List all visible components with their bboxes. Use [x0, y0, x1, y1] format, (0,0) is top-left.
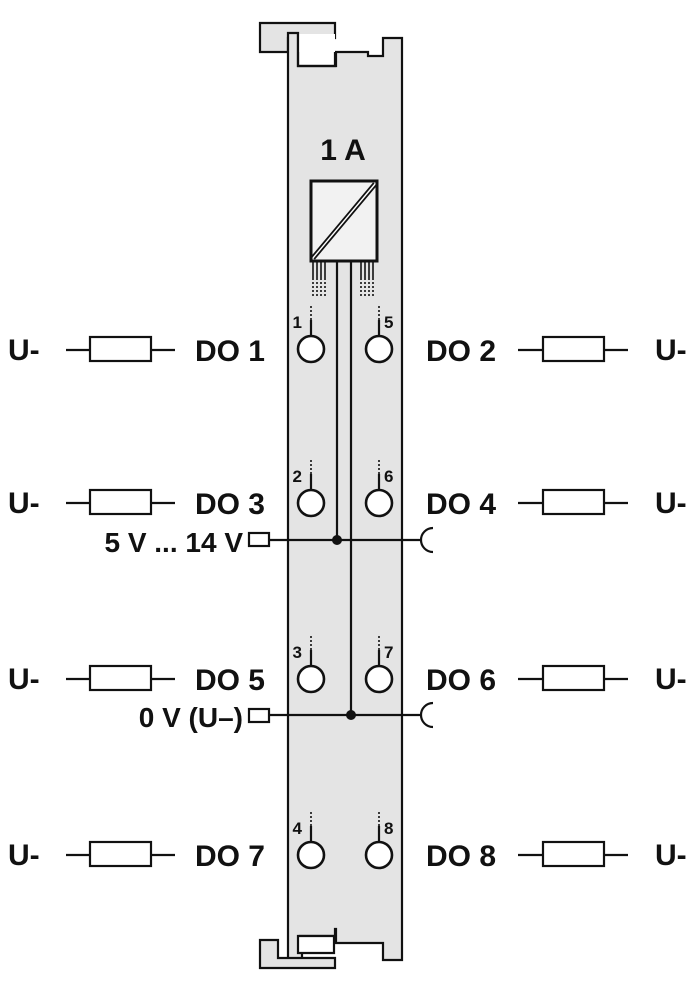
supply-label-left: U-	[8, 334, 40, 367]
output-label-left: DO 5	[195, 664, 265, 697]
pin-number-right: 8	[384, 819, 393, 838]
negative-rail-label: 0 V (U–)	[139, 702, 243, 733]
top-clip-notch	[298, 34, 335, 52]
terminal-right-icon	[364, 306, 394, 364]
load-resistor-left-icon	[66, 335, 175, 363]
isolation-converter-icon	[309, 179, 379, 296]
supply-label-right: U-	[655, 839, 687, 872]
output-label-right: DO 4	[426, 488, 496, 521]
positive-rail	[247, 526, 434, 554]
supply-label-right: U-	[655, 334, 687, 367]
terminal-left-icon	[296, 306, 326, 364]
supply-label-left: U-	[8, 487, 40, 520]
bottom-clip-notch	[296, 934, 336, 955]
load-resistor-right-icon	[518, 664, 628, 692]
channel-row-4: U- DO 7 4 8 DO 8 U-	[8, 812, 687, 873]
load-resistor-right-icon	[518, 488, 628, 516]
supply-label-left: U-	[8, 839, 40, 872]
load-resistor-left-icon	[66, 840, 175, 868]
terminal-left-icon	[296, 636, 326, 694]
supply-label-left: U-	[8, 663, 40, 696]
current-rating-label: 1 A	[320, 134, 366, 167]
channel-row-1: U- DO 1 1 5 DO 2 U-	[8, 306, 687, 368]
pin-number-left: 3	[293, 643, 302, 662]
terminal-left-icon	[296, 812, 326, 870]
pin-number-right: 5	[384, 313, 393, 332]
pin-number-left: 2	[293, 467, 302, 486]
positive-rail-label: 5 V ... 14 V	[104, 527, 243, 558]
channel-row-3: U- DO 5 3 7 DO 6 U-	[8, 636, 687, 697]
output-label-right: DO 6	[426, 664, 496, 697]
pin-number-right: 7	[384, 643, 393, 662]
terminal-right-icon	[364, 636, 394, 694]
supply-label-right: U-	[655, 663, 687, 696]
load-resistor-right-icon	[518, 335, 628, 363]
output-label-left: DO 7	[195, 840, 265, 873]
output-label-right: DO 8	[426, 840, 496, 873]
terminal-left-icon	[296, 460, 326, 518]
supply-label-right: U-	[655, 487, 687, 520]
load-resistor-left-icon	[66, 664, 175, 692]
load-resistor-left-icon	[66, 488, 175, 516]
pin-number-right: 6	[384, 467, 393, 486]
load-resistor-right-icon	[518, 840, 628, 868]
pin-number-left: 1	[293, 313, 302, 332]
output-label-left: DO 1	[195, 335, 265, 368]
pin-number-left: 4	[293, 819, 303, 838]
negative-rail	[247, 701, 434, 729]
terminal-right-icon	[364, 460, 394, 518]
output-label-left: DO 3	[195, 488, 265, 521]
channel-row-2: U- DO 3 2 6 DO 4 U-	[8, 460, 687, 521]
output-label-right: DO 2	[426, 335, 496, 368]
terminal-right-icon	[364, 812, 394, 870]
